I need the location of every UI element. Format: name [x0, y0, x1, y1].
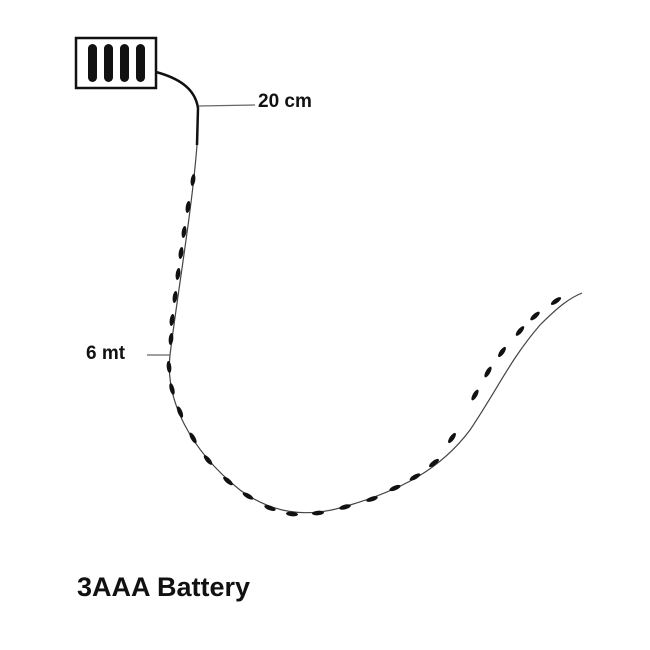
lead-length-label: 20 cm	[258, 91, 312, 112]
string-wire	[168, 144, 583, 514]
led-beads	[166, 174, 562, 517]
string-length-label: 6 mt	[86, 343, 126, 364]
lead-wire	[155, 70, 200, 146]
battery-box-icon	[74, 36, 158, 90]
battery-caption: 3AAA Battery	[77, 572, 251, 602]
leader-line-20cm	[198, 104, 256, 107]
